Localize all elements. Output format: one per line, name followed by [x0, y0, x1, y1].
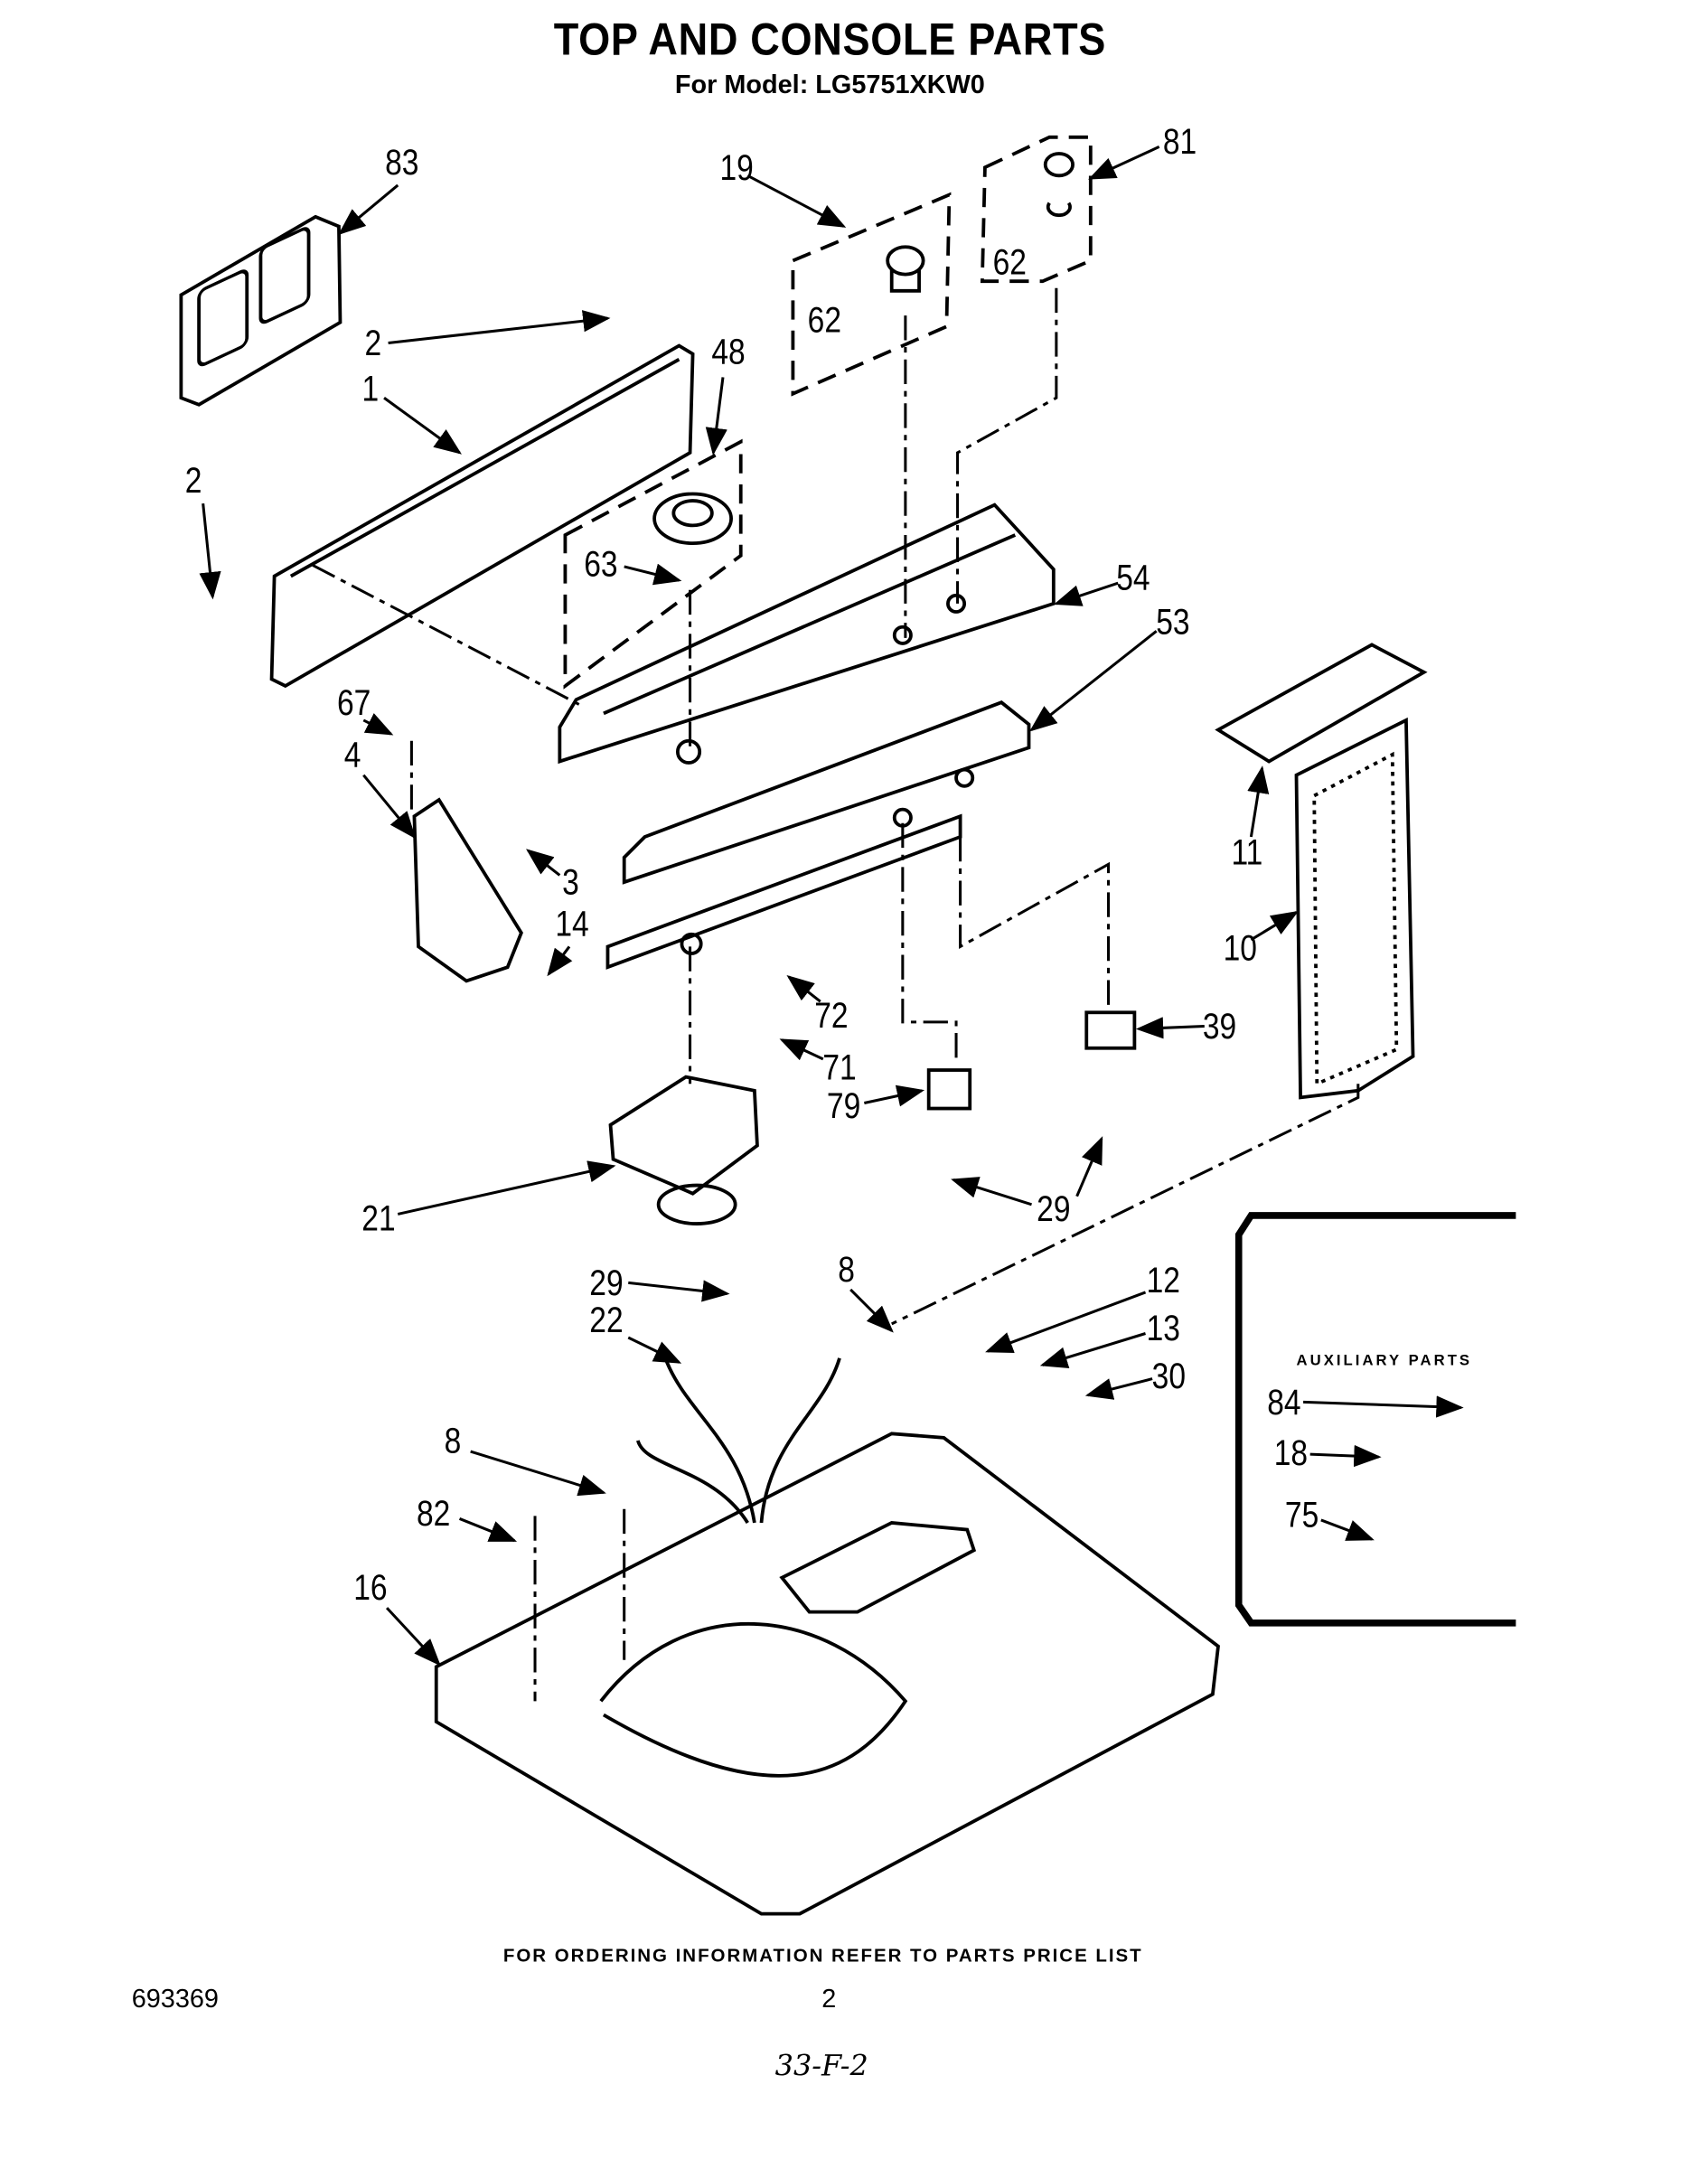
- callout-22: 22: [589, 1299, 624, 1341]
- callout-10: 10: [1223, 927, 1257, 969]
- document-number: 693369: [131, 1985, 219, 2014]
- part-1-console-panel: [269, 343, 695, 689]
- part-83-bracket: [179, 214, 343, 407]
- callout-18: 18: [1273, 1432, 1309, 1474]
- callout-8: 8: [444, 1420, 462, 1461]
- callout-48: 48: [711, 330, 746, 372]
- callout-29: 29: [589, 1262, 624, 1304]
- callout-2: 2: [184, 459, 202, 502]
- ordering-info-footer: FOR ORDERING INFORMATION REFER TO PARTS …: [502, 1945, 1143, 1967]
- callout-30: 30: [1151, 1355, 1186, 1397]
- callout-62: 62: [992, 241, 1027, 283]
- callout-14: 14: [555, 902, 589, 944]
- page-title: TOP AND CONSOLE PARTS: [553, 14, 1107, 65]
- callout-62: 62: [807, 298, 841, 341]
- auxiliary-parts-heading: AUXILIARY PARTS: [1296, 1352, 1473, 1369]
- callout-3: 3: [562, 861, 579, 903]
- callout-79: 79: [826, 1084, 861, 1127]
- part-53-rail: [605, 700, 1031, 970]
- callout-29: 29: [1037, 1188, 1071, 1230]
- callout-11: 11: [1231, 831, 1263, 873]
- handwritten-note: 33-F-2: [774, 2049, 868, 2083]
- callout-16: 16: [353, 1566, 388, 1609]
- callout-13: 13: [1146, 1307, 1180, 1349]
- callout-84: 84: [1267, 1381, 1301, 1423]
- callout-71: 71: [822, 1047, 857, 1088]
- part-10-lint-screen: [1215, 643, 1428, 1100]
- part-16-top: [434, 1432, 1220, 1916]
- callout-12: 12: [1146, 1259, 1180, 1301]
- callout-8: 8: [838, 1248, 855, 1290]
- callout-67: 67: [336, 681, 371, 723]
- part-21-timer: [608, 1075, 759, 1225]
- page-number: 2: [821, 1985, 837, 2014]
- callout-21: 21: [361, 1197, 396, 1239]
- callout-1: 1: [361, 367, 380, 409]
- callout-81: 81: [1162, 120, 1197, 163]
- callout-83: 83: [385, 141, 419, 183]
- callout-2: 2: [364, 322, 382, 364]
- auxiliary-parts-border: [1234, 1212, 1516, 1627]
- model-subtitle: For Model: LG5751XKW0: [674, 70, 985, 100]
- callout-53: 53: [1156, 600, 1190, 643]
- callout-72: 72: [814, 994, 849, 1037]
- callout-63: 63: [584, 543, 618, 585]
- part-4-end-cap: [412, 797, 523, 983]
- callout-75: 75: [1284, 1494, 1319, 1535]
- callout-39: 39: [1202, 1005, 1237, 1047]
- callout-54: 54: [1116, 557, 1150, 598]
- part-54-console: [558, 502, 1056, 765]
- callout-19: 19: [719, 146, 754, 188]
- callout-82: 82: [417, 1492, 451, 1535]
- callout-4: 4: [343, 734, 361, 775]
